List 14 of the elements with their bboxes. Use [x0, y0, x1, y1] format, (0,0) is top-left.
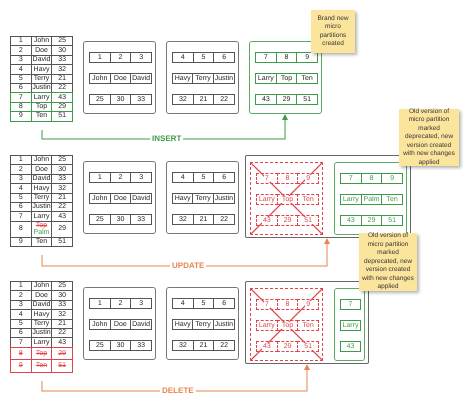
micro-partition [249, 41, 322, 114]
micro-partition [166, 161, 239, 234]
micro-partition [83, 287, 156, 360]
micro-partition [83, 161, 156, 234]
micro-partition [166, 41, 239, 114]
edge-label: UPDATE [170, 262, 206, 270]
edge-label: INSERT [150, 135, 184, 143]
edge-label: DELETE [160, 387, 196, 395]
partition-group [245, 155, 411, 238]
micro-partition [83, 41, 156, 114]
partition-group [245, 281, 369, 364]
connector-arrow [42, 238, 330, 266]
micro-partition [334, 288, 365, 361]
micro-partition [166, 287, 239, 360]
